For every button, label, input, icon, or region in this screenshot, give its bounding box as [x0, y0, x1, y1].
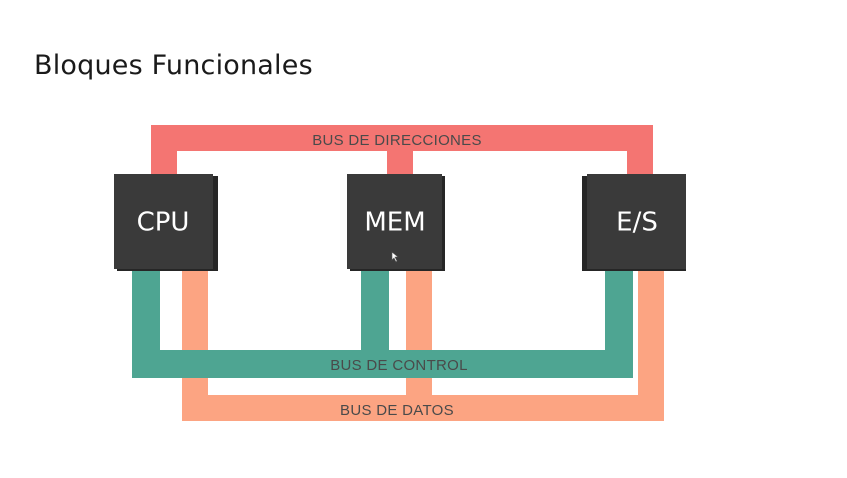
cpu-label: CPU: [137, 208, 190, 238]
mouse-cursor-icon: [391, 251, 399, 263]
data-bus: [182, 270, 664, 421]
io-label: E/S: [616, 208, 658, 238]
control-bus-label: BUS DE CONTROL: [330, 357, 468, 374]
io-block: E/S: [582, 174, 686, 271]
mem-block: MEM: [347, 174, 445, 271]
control-bus: [132, 270, 633, 378]
address-bus: [151, 125, 653, 175]
address-bus-label: BUS DE DIRECCIONES: [312, 132, 482, 149]
cpu-block: CPU: [114, 174, 218, 271]
mem-label: MEM: [364, 208, 425, 238]
data-bus-label: BUS DE DATOS: [340, 402, 454, 419]
slide-title: Bloques Funcionales: [34, 50, 313, 81]
